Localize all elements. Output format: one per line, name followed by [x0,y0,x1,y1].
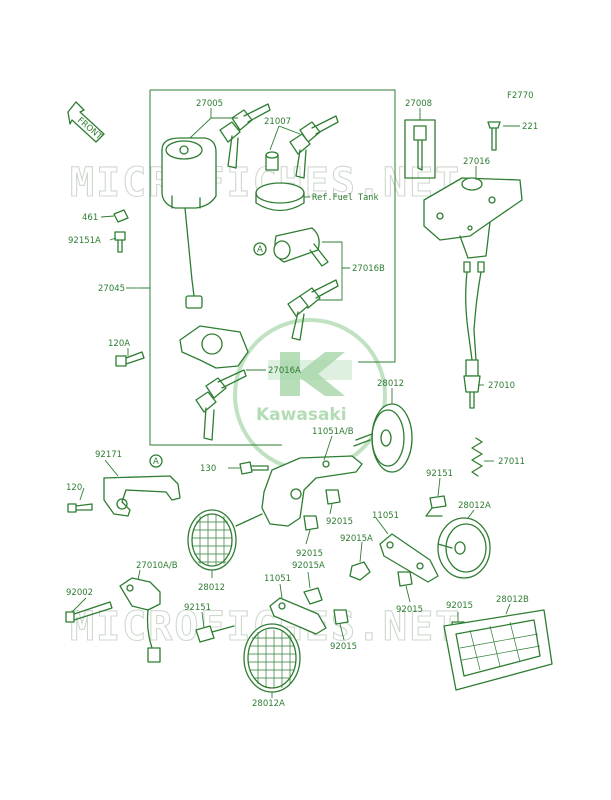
label-92015-b: 92015 [296,549,323,559]
label-92151-right: 92151 [426,469,453,479]
label-28012-left: 28012 [198,583,225,593]
label-92151A: 92151A [68,236,101,246]
nut-92015A-right [349,561,371,581]
bracket-92171 [103,475,181,517]
label-11051-low: 11051 [264,574,291,584]
lock-27016A [179,325,249,441]
lamp-28012-top [353,403,413,473]
spring-27011 [471,437,483,477]
screw-92151A [114,231,126,253]
label-221: 221 [522,122,538,132]
label-120A: 120A [108,339,130,349]
label-28012A-right: 28012A [458,501,491,511]
lamp-28012-left [187,509,263,571]
label-92015A-mid: 92015A [292,561,325,571]
nut-92015-d [333,609,349,625]
label-21007: 21007 [264,117,291,127]
fuel-cap-lock [255,151,305,212]
label-27045: 27045 [98,284,125,294]
bolt-130 [239,461,269,475]
seat-lock-27016B [273,227,339,341]
label-27016A: 27016A [268,366,301,376]
label-130: 130 [200,464,216,474]
label-27010AB: 27010A/B [136,561,178,571]
label-27011: 27011 [498,457,525,467]
bolt-92002 [65,601,113,623]
bracket-11051-mid [379,533,439,583]
label-27008: 27008 [405,99,432,109]
switch-27016 [423,177,523,259]
marker-a-bottom: A [153,457,159,467]
bracket-11051AB [261,455,363,527]
washer-461 [113,209,129,223]
label-27005: 27005 [196,99,223,109]
label-28012A-bottom: 28012A [252,699,285,709]
key-27008 [404,119,436,179]
nut-92015-low-right [397,571,413,587]
assembly-bracket [149,89,396,446]
label-92151-left: 92151 [184,603,211,613]
nut-92015-b [303,515,319,531]
label-92171: 92171 [95,450,122,460]
label-120: 120 [66,483,82,493]
kawasaki-logo: Kawasaki [233,318,387,472]
nut-92015-a [325,489,341,505]
screw-120A [115,351,145,367]
label-461: 461 [82,213,98,223]
label-92015-c: 92015 [396,605,423,615]
reflector-28012B [443,609,553,691]
label-28012B: 28012B [496,595,529,605]
screw-221 [487,121,501,151]
front-arrow-icon: FRONT [67,101,105,143]
label-27016B: 27016B [352,264,385,274]
label-92015A-right: 92015A [340,534,373,544]
label-27010: 27010 [488,381,515,391]
marker-a-top: A [257,245,263,255]
screw-92151-left [195,625,235,643]
ref-fuel-tank-note: Ref.Fuel Tank [312,193,379,203]
ignition-switch [161,137,217,309]
nut-92015A-mid [303,587,323,605]
label-11051AB: 11051A/B [312,427,354,437]
logo-text: Kawasaki [256,405,347,425]
label-27016: 27016 [463,157,490,167]
front-arrow-label: FRONT [75,116,104,143]
key-set-21007 [289,115,339,179]
label-92015-a: 92015 [326,517,353,527]
label-92015-d: 92015 [446,601,473,611]
label-92015-e: 92015 [330,642,357,652]
label-92002: 92002 [66,588,93,598]
label-28012-top: 28012 [377,379,404,389]
sensor-27010 [463,261,485,409]
diagram-code: F2770 [507,91,534,101]
label-11051-mid: 11051 [372,511,399,521]
lamp-28012A-bottom [243,623,301,693]
lamp-28012A-right [437,517,491,579]
screw-92151-right [425,495,447,517]
screw-120 [67,503,93,513]
bracket-11051-low [269,597,327,635]
key-set-top [219,103,271,169]
leader-lines [71,108,520,698]
switch-27010AB [119,577,161,663]
